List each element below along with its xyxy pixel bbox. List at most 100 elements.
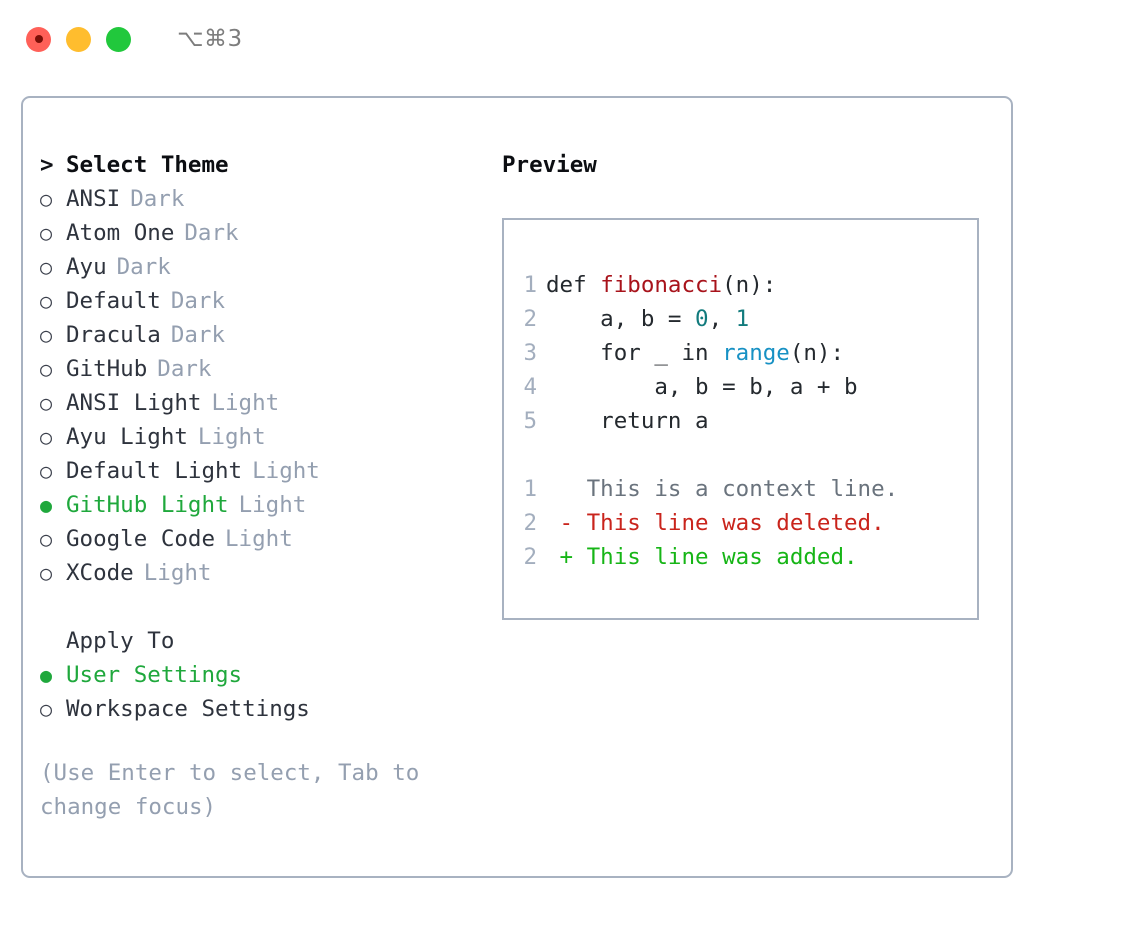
line-number: 1 bbox=[523, 272, 537, 298]
apply-to-item[interactable]: ● User Settings bbox=[40, 658, 470, 692]
code-token: range bbox=[722, 340, 790, 366]
line-number: 2 bbox=[523, 510, 537, 536]
theme-list-item[interactable]: ○ ANSI Light Light bbox=[40, 386, 470, 420]
code-line: 2 a, b = 0, 1 bbox=[504, 302, 977, 336]
theme-list-item[interactable]: ● GitHub Light Light bbox=[40, 488, 470, 522]
theme-variant-badge: Light bbox=[197, 424, 266, 450]
code-token: (n): bbox=[789, 340, 845, 366]
theme-variant-badge: Dark bbox=[116, 254, 171, 280]
theme-name: Dracula bbox=[66, 322, 161, 348]
pointer-icon: > bbox=[40, 152, 54, 178]
window-title: ⌥⌘3 bbox=[177, 26, 243, 52]
title-bar: ⌥⌘3 bbox=[0, 0, 1140, 78]
section-title: Apply To bbox=[66, 628, 175, 654]
radio-unselected-icon: ○ bbox=[40, 357, 53, 381]
line-number: 5 bbox=[523, 408, 537, 434]
keyboard-hint: (Use Enter to select, Tab to change focu… bbox=[40, 760, 420, 820]
code-text: def fibonacci(n): bbox=[546, 268, 776, 302]
code-token: 1 bbox=[735, 306, 750, 332]
diff-text: This is a context line. bbox=[546, 476, 899, 502]
code-line: 5 return a bbox=[504, 404, 977, 438]
theme-name: XCode bbox=[66, 560, 134, 586]
theme-variant-badge: Light bbox=[252, 458, 320, 484]
radio-unselected-icon: ○ bbox=[40, 527, 53, 551]
theme-name: Default Light bbox=[66, 458, 243, 484]
theme-name: Default bbox=[66, 288, 161, 314]
code-token: a, b = bbox=[546, 306, 696, 332]
line-number: 1 bbox=[523, 476, 537, 502]
spacer bbox=[40, 590, 470, 624]
diff-line: 2 + This line was added. bbox=[504, 540, 977, 574]
theme-variant-badge: Light bbox=[143, 560, 212, 586]
code-token: (n): bbox=[722, 272, 777, 298]
preview-title: Preview bbox=[502, 152, 597, 178]
theme-list-item[interactable]: ○ Ayu Light Light bbox=[40, 420, 470, 454]
code-line: 4 a, b = b, a + b bbox=[504, 370, 977, 404]
theme-name: Atom One bbox=[66, 220, 175, 246]
diff-line: 1 This is a context line. bbox=[504, 472, 977, 506]
radio-unselected-icon: ○ bbox=[40, 255, 53, 279]
diff-line: 2 - This line was deleted. bbox=[504, 506, 977, 540]
radio-unselected-icon: ○ bbox=[40, 459, 53, 483]
theme-variant-badge: Dark bbox=[170, 322, 226, 348]
line-number: 2 bbox=[523, 544, 537, 570]
theme-variant-badge: Dark bbox=[170, 288, 226, 314]
close-button[interactable] bbox=[26, 26, 51, 52]
theme-variant-badge: Dark bbox=[130, 186, 185, 212]
theme-list-item[interactable]: ○ Default Dark bbox=[40, 284, 470, 318]
apply-to-label: User Settings bbox=[66, 662, 243, 688]
radio-unselected-icon: ○ bbox=[40, 391, 53, 415]
radio-unselected-icon: ○ bbox=[40, 187, 53, 211]
radio-unselected-icon: ○ bbox=[40, 425, 53, 449]
code-text: a, b = b, a + b bbox=[546, 370, 857, 404]
section-title: Select Theme bbox=[66, 152, 229, 178]
theme-name: GitHub Light bbox=[66, 492, 229, 518]
theme-name: ANSI bbox=[66, 186, 121, 212]
diff-sample: 1 This is a context line.2 - This line w… bbox=[504, 472, 977, 574]
code-line: 3 for _ in range(n): bbox=[504, 336, 977, 370]
theme-list-item[interactable]: ○ Atom One Dark bbox=[40, 216, 470, 250]
code-token: return a bbox=[546, 408, 709, 434]
blank-marker-icon: ○ bbox=[40, 624, 66, 658]
radio-selected-icon: ● bbox=[40, 493, 53, 517]
theme-variant-badge: Light bbox=[211, 390, 280, 416]
theme-list-item[interactable]: ○ ANSI Dark bbox=[40, 182, 470, 216]
theme-name: ANSI Light bbox=[66, 390, 202, 416]
maximize-button[interactable] bbox=[106, 26, 131, 52]
theme-variant-badge: Dark bbox=[184, 220, 239, 246]
radio-unselected-icon: ○ bbox=[40, 221, 53, 245]
code-token: , bbox=[708, 306, 736, 332]
theme-list-item[interactable]: ○ XCode Light bbox=[40, 556, 470, 590]
radio-selected-icon: ● bbox=[40, 663, 53, 687]
code-text: return a bbox=[546, 404, 709, 438]
apply-to-item[interactable]: ○Workspace Settings bbox=[40, 692, 470, 726]
theme-variant-badge: Light bbox=[238, 492, 307, 518]
select-theme-heading: > Select Theme bbox=[40, 148, 470, 182]
minimize-button[interactable] bbox=[66, 26, 91, 52]
apply-to-list: ● User Settings ○Workspace Settings bbox=[40, 658, 470, 726]
code-text: for _ in range(n): bbox=[546, 336, 844, 370]
window-controls bbox=[26, 26, 131, 52]
theme-list-item[interactable]: ○ Default Light Light bbox=[40, 454, 470, 488]
code-token: for _ in bbox=[546, 340, 723, 366]
code-token: fibonacci bbox=[600, 272, 723, 298]
theme-name: Ayu Light bbox=[66, 424, 188, 450]
line-number: 3 bbox=[523, 340, 537, 366]
theme-name: GitHub bbox=[66, 356, 148, 382]
radio-unselected-icon: ○ bbox=[40, 561, 53, 585]
theme-list-item[interactable]: ○ Dracula Dark bbox=[40, 318, 470, 352]
theme-name: Ayu bbox=[66, 254, 107, 280]
code-line: 1 def fibonacci(n): bbox=[504, 268, 977, 302]
radio-unselected-icon: ○ bbox=[40, 323, 53, 347]
theme-name: Google Code bbox=[66, 526, 216, 552]
theme-list-item[interactable]: ○ Ayu Dark bbox=[40, 250, 470, 284]
radio-unselected-icon: ○ bbox=[40, 289, 53, 313]
